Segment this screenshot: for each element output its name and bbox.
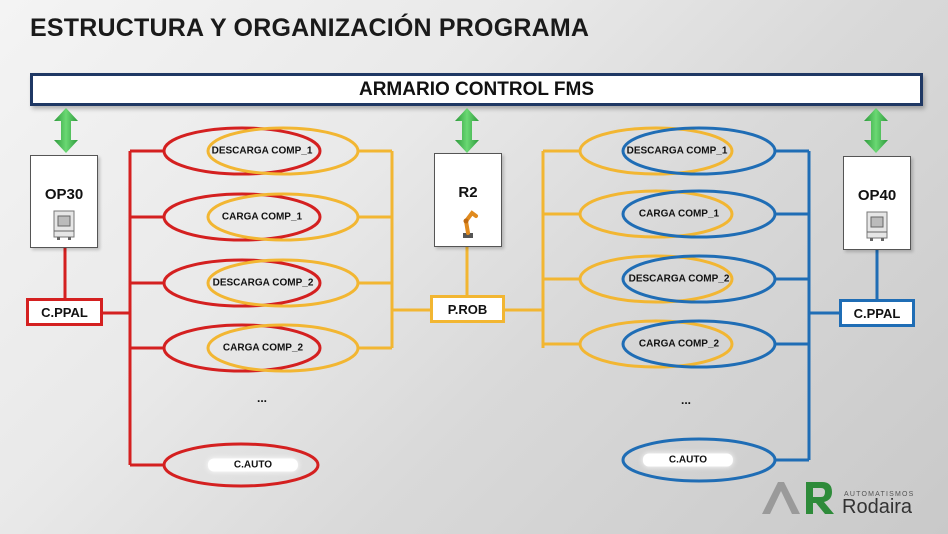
left-double-arrow-icon	[54, 108, 78, 153]
right-item-1: DESCARGA COMP_1	[626, 145, 728, 157]
op30-label: OP30	[44, 186, 84, 203]
right-ellipsis: ...	[680, 393, 692, 407]
rodaira-logo-icon	[762, 482, 834, 514]
machine-icon	[866, 211, 888, 241]
right-item-2: CARGA COMP_1	[638, 208, 720, 220]
left-item-3: DESCARGA COMP_2	[212, 277, 314, 289]
right-item-4: CARGA COMP_2	[638, 338, 720, 350]
left-cauto-label: C.AUTO	[207, 458, 299, 472]
page-title: ESTRUCTURA Y ORGANIZACIÓN PROGRAMA	[30, 14, 590, 42]
r2-station: R2	[434, 153, 502, 247]
left-item-1: DESCARGA COMP_1	[211, 145, 313, 157]
left-cppal-box: C.PPAL	[26, 298, 103, 326]
left-item-4: CARGA COMP_2	[222, 342, 304, 354]
machine-icon	[53, 210, 75, 240]
logo-name: Rodaira	[842, 496, 913, 518]
left-ellipsis: ...	[256, 391, 268, 405]
right-item-3: DESCARGA COMP_2	[628, 273, 730, 285]
op30-station: OP30	[30, 155, 98, 248]
prob-box: P.ROB	[430, 295, 505, 323]
center-double-arrow-icon	[455, 108, 479, 153]
right-blue-bus	[775, 149, 879, 462]
op40-label: OP40	[857, 187, 897, 204]
logo-subtitle: AUTOMATISMOS	[844, 491, 915, 498]
left-item-2: CARGA COMP_1	[221, 211, 303, 223]
fms-control-cabinet: ARMARIO CONTROL FMS	[30, 73, 923, 106]
yellow-robot-bus	[358, 149, 580, 350]
right-cauto-label: C.AUTO	[642, 453, 734, 467]
op40-station: OP40	[843, 156, 911, 250]
left-red-bus	[63, 149, 163, 467]
left-ellipses	[162, 126, 360, 488]
right-ellipses	[578, 126, 777, 483]
right-cppal-box: C.PPAL	[839, 299, 915, 327]
right-double-arrow-icon	[864, 108, 888, 153]
robot-arm-icon	[463, 210, 478, 238]
r2-label: R2	[458, 184, 478, 201]
